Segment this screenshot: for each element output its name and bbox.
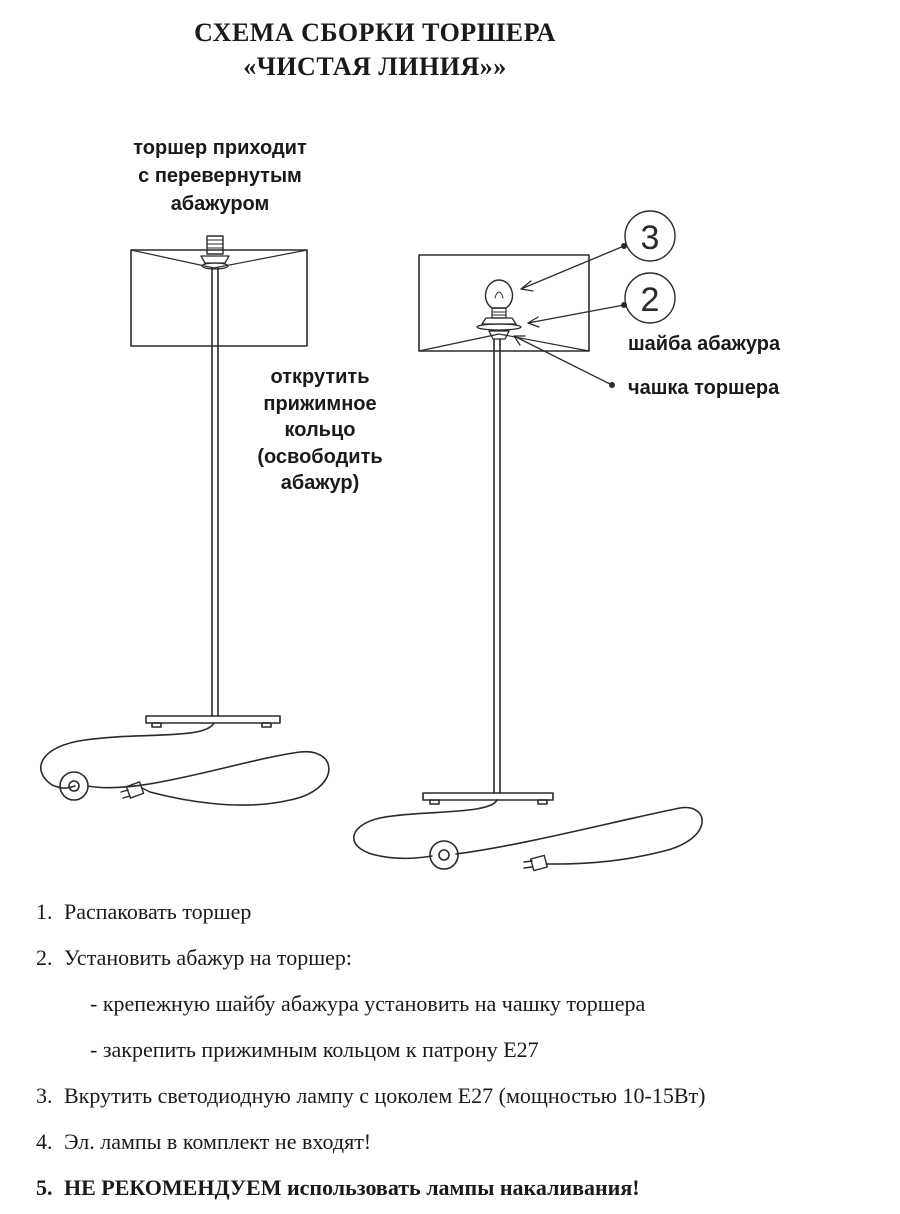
step-text: Эл. лампы в комплект не входят! — [64, 1129, 372, 1154]
left-lamp-base — [145, 715, 281, 728]
callout-2-number: 2 — [641, 281, 660, 319]
right-lamp-base — [422, 792, 554, 805]
callout-3 — [520, 210, 676, 292]
left-cord-plug — [120, 781, 151, 799]
step-4: 4. Эл. лампы в комплект не входят! — [36, 1122, 876, 1168]
label-lamp-cup: чашка торшера — [628, 377, 780, 399]
callout-2 — [527, 272, 676, 328]
left-cord-switch — [59, 771, 89, 801]
right-lamp-cup — [488, 330, 510, 340]
right-cord-switch — [429, 840, 459, 870]
step-warning-emphasis: НЕ РЕКОМЕНДУЕМ — [64, 1175, 282, 1200]
step-2-substep-a: - крепежную шайбу абажура установить на … — [36, 984, 876, 1030]
right-lamp-bulb — [484, 279, 514, 319]
step-5: 5. НЕ РЕКОМЕНДУЕМ использовать лампы нака… — [36, 1168, 876, 1214]
step-3: 3. Вкрутить светодиодную лампу с цоколем … — [36, 1076, 876, 1122]
note-unscrew-ring: открутить прижимное кольцо (освободить а… — [230, 364, 410, 497]
callout-3-number: 3 — [641, 219, 660, 257]
cup-pointer — [513, 335, 615, 388]
note-shade-inverted-line: с перевернутым — [138, 165, 302, 187]
step-text: Установить абажур на торшер: — [64, 945, 353, 970]
left-lamp — [40, 235, 330, 806]
step-1: 1. Распаковать торшер — [36, 892, 876, 938]
step-number: 4. — [36, 1129, 53, 1154]
step-text: - закрепить прижимным кольцом к патрону … — [90, 1037, 539, 1062]
step-text: Вкрутить светодиодную лампу с цоколем Е2… — [64, 1083, 706, 1108]
left-lamp-shade — [130, 249, 308, 347]
step-number: 5. — [36, 1175, 53, 1200]
step-number: 2. — [36, 945, 53, 970]
left-lamp-cord — [40, 722, 215, 789]
note-unscrew-ring-line: абажур) — [280, 472, 360, 494]
title-line-1: СХЕМА СБОРКИ ТОРШЕРА — [194, 18, 556, 47]
note-shade-inverted-line: торшер приходит — [133, 137, 307, 159]
note-unscrew-ring-line: кольцо — [284, 419, 356, 441]
note-unscrew-ring-line: открутить — [270, 366, 370, 388]
right-cord-plug — [523, 854, 557, 872]
step-number: 1. — [36, 899, 53, 924]
right-lamp-washer — [476, 317, 522, 331]
right-lamp-shade — [418, 254, 590, 352]
step-text: - крепежную шайбу абажура установить на … — [90, 991, 646, 1016]
note-unscrew-ring-line: (освободить — [257, 445, 383, 468]
note-unscrew-ring-line: прижимное — [263, 392, 377, 415]
right-lamp — [352, 254, 703, 872]
note-shade-inverted-line: абажуром — [170, 193, 270, 215]
left-lamp-socket — [200, 235, 230, 270]
step-number: 3. — [36, 1083, 53, 1108]
right-lamp-cord — [352, 799, 498, 860]
floor-lamp-diagram: 3 2 — [40, 210, 703, 872]
step-2: 2. Установить абажур на торшер: — [36, 938, 876, 984]
step-text: использовать лампы накаливания! — [281, 1175, 640, 1200]
title-line-2: «ЧИСТАЯ ЛИНИЯ»» — [243, 52, 507, 81]
label-shade-washer: шайба абажура — [628, 333, 781, 355]
assembly-steps: 1. Распаковать торшер 2. Установить абажур… — [36, 892, 876, 1214]
step-text: Распаковать торшер — [64, 899, 252, 924]
step-2-substep-b: - закрепить прижимным кольцом к патрону … — [36, 1030, 876, 1076]
note-shade-inverted: торшер приходит с перевернутым абажуром — [90, 134, 350, 218]
